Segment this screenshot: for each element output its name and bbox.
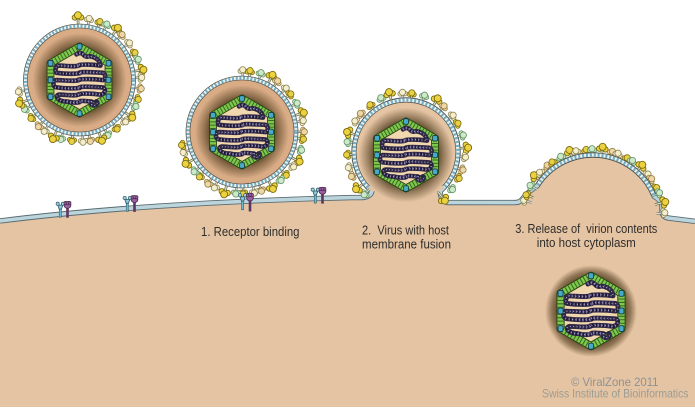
svg-text:2. Virus with host: 2. Virus with host [362,222,449,237]
svg-text:into host cytoplasm: into host cytoplasm [537,235,636,250]
svg-text:© ViralZone 2011: © ViralZone 2011 [571,375,659,389]
svg-text:1. Receptor binding: 1. Receptor binding [201,224,300,239]
svg-text:Swiss Institute of Bioinformat: Swiss Institute of Bioinformatics [542,387,689,401]
svg-text:3. Release of virion contents: 3. Release of virion contents [515,221,657,236]
svg-text:membrane fusion: membrane fusion [362,237,451,252]
